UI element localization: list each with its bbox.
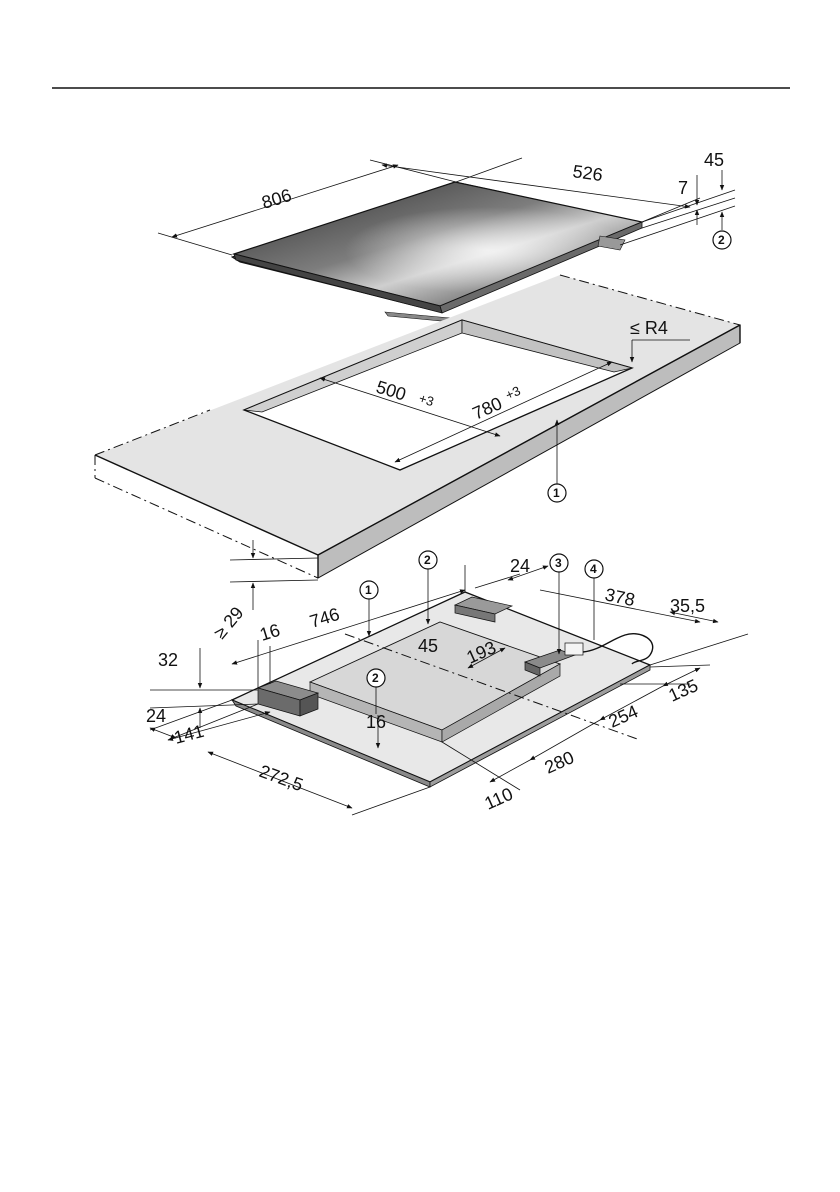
callout-4: 4: [585, 560, 603, 640]
dim-280: 280: [541, 747, 577, 777]
dim-746: 746: [307, 604, 342, 632]
dim-16-bottom: 16: [366, 712, 386, 732]
callout-3-label: 3: [555, 556, 562, 570]
dim-378: 378: [603, 584, 637, 610]
callout-2-underside-bottom-label: 2: [372, 671, 379, 685]
dim-hob-width: 806: [259, 185, 294, 213]
dim-35-5: 35,5: [670, 596, 705, 616]
hob-underside: [232, 592, 653, 787]
dim-32: 32: [158, 650, 178, 670]
callout-4-label: 4: [590, 562, 597, 576]
callout-2-top-label: 2: [718, 233, 725, 247]
dim-24-top: 24: [510, 556, 530, 576]
dim-corner-radius: ≤ R4: [630, 318, 668, 338]
dim-254: 254: [605, 701, 641, 731]
callout-1-worktop-label: 1: [553, 486, 560, 500]
dim-24-left: 24: [146, 706, 166, 726]
callout-1-underside: 1: [360, 581, 378, 636]
dim-110: 110: [481, 784, 515, 814]
dim-135: 135: [665, 675, 701, 705]
dim-hob-depth: 526: [571, 161, 604, 185]
callout-1-underside-label: 1: [365, 583, 372, 597]
dim-141: 141: [172, 721, 206, 748]
callout-2-underside-top-label: 2: [424, 553, 431, 567]
dim-worktop-min-thickness: ≥ 29: [210, 603, 248, 643]
dim-hob-edge-height: 7: [678, 178, 688, 198]
dim-272-5: 272,5: [257, 761, 306, 795]
dim-16-top: 16: [257, 620, 282, 645]
callout-2-underside-top: 2 45: [418, 551, 438, 656]
dim-45-underside: 45: [418, 636, 438, 656]
dim-hob-total-height: 45: [704, 150, 724, 170]
